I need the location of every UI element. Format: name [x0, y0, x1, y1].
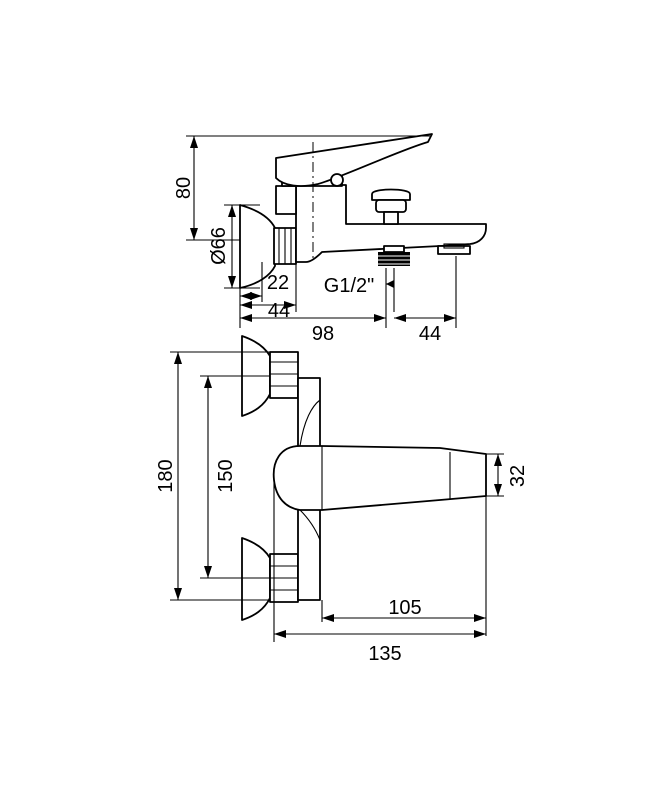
dim-150-label: 150 — [215, 459, 237, 492]
dim-105-label: 105 — [388, 597, 421, 619]
dim-22-label: 22 — [267, 272, 289, 294]
side-view — [239, 133, 487, 289]
dim-66-label: Ø66 — [208, 227, 230, 265]
front-lower-rosette — [241, 537, 271, 621]
spout-outlet — [437, 245, 471, 255]
side-dimensions — [186, 135, 457, 328]
front-dimensions — [170, 351, 504, 642]
side-lever-handle — [275, 133, 433, 187]
front-upper-nut — [269, 351, 299, 399]
dim-32-label: 32 — [507, 465, 529, 487]
dim-44-left-label: 44 — [268, 300, 290, 322]
front-spout-body — [272, 445, 487, 511]
dim-80-label: 80 — [173, 177, 195, 199]
side-mixer-body — [295, 184, 487, 263]
diverter-knob — [371, 188, 411, 201]
dim-180-label: 180 — [155, 459, 177, 492]
front-view — [241, 335, 487, 621]
dim-98-label: 98 — [312, 323, 334, 345]
side-mixer-housing — [275, 185, 297, 215]
dim-44-right-label: 44 — [419, 323, 441, 345]
dim-135-label: 135 — [368, 643, 401, 665]
dim-thread-label: G1/2" — [324, 275, 374, 297]
